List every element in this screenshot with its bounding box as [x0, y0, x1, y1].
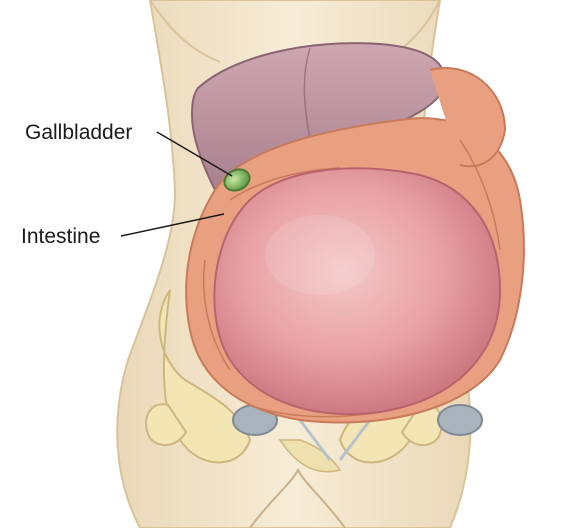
label-intestine: Intestine: [21, 225, 100, 248]
uterus: [214, 168, 500, 414]
label-gallbladder: Gallbladder: [25, 121, 132, 144]
